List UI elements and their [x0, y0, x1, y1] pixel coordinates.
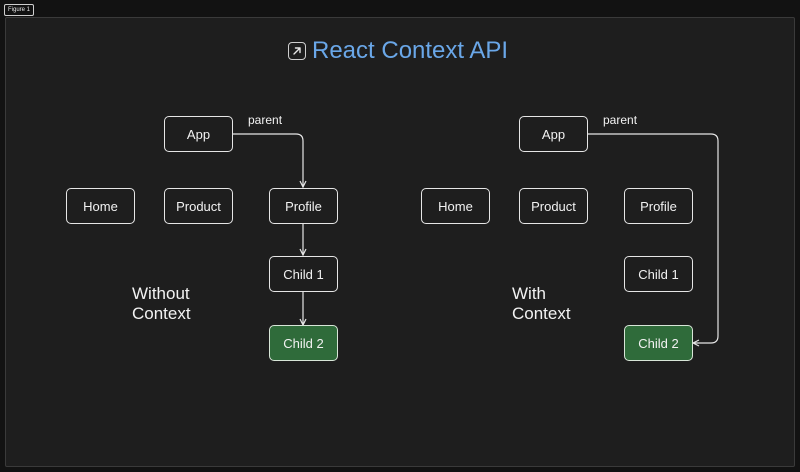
edge-label-parent-right: parent — [603, 113, 638, 127]
node-child2-right: Child 2 — [624, 325, 693, 361]
figure-label: Figure 1 — [4, 4, 35, 16]
caption-with-line2: Context — [512, 304, 571, 323]
node-app-right: App — [519, 116, 588, 152]
node-product-right: Product — [519, 188, 588, 224]
edge-label-parent-left: parent — [248, 113, 283, 127]
node-home-left: Home — [66, 188, 135, 224]
node-child1-left: Child 1 — [269, 256, 338, 292]
node-product-left: Product — [164, 188, 233, 224]
diagram-frame — [5, 17, 795, 467]
arrow-up-right-icon[interactable] — [288, 42, 306, 60]
node-child1-right: Child 1 — [624, 256, 693, 292]
node-app-left: App — [164, 116, 233, 152]
title-text: React Context API — [312, 37, 509, 64]
node-profile-left: Profile — [269, 188, 338, 224]
caption-without-line1: Without — [132, 284, 190, 303]
caption-with-line1: With — [512, 284, 546, 303]
diagram-title: React Context API — [288, 35, 508, 67]
node-profile-right: Profile — [624, 188, 693, 224]
caption-without-line2: Context — [132, 304, 191, 323]
node-child2-left: Child 2 — [269, 325, 338, 361]
node-home-right: Home — [421, 188, 490, 224]
